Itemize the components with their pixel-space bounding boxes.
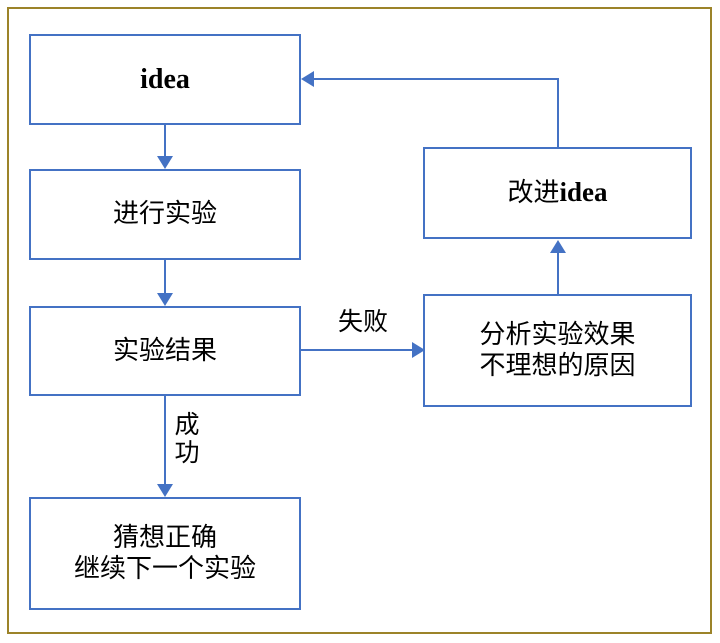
edge-idea-to-run-experiment-line bbox=[164, 125, 166, 160]
edge-result-to-success-line bbox=[164, 396, 166, 488]
node-run-experiment[interactable]: 进行实验 bbox=[29, 169, 301, 260]
edge-analyze-to-improve-idea-arrowhead bbox=[550, 240, 566, 253]
node-improve-idea[interactable]: 改进idea bbox=[423, 147, 692, 239]
edge-improve-idea-to-idea-horizontal bbox=[313, 78, 559, 80]
node-experiment-result[interactable]: 实验结果 bbox=[29, 306, 301, 396]
edge-label-failure: 失败 bbox=[337, 307, 388, 336]
node-improve-idea-label-latin: idea bbox=[559, 177, 608, 208]
edge-result-to-analyze-line bbox=[301, 349, 415, 351]
node-improve-idea-label: 改进idea bbox=[507, 177, 607, 209]
edge-result-to-analyze-arrowhead bbox=[412, 342, 425, 358]
node-experiment-result-label: 实验结果 bbox=[112, 335, 217, 366]
edge-run-experiment-to-result-arrowhead bbox=[157, 293, 173, 306]
edge-improve-idea-to-idea-vertical bbox=[557, 78, 559, 147]
edge-label-success: 成 功 bbox=[174, 410, 200, 467]
outer-frame-border bbox=[7, 7, 712, 634]
node-analyze-failure-label: 分析实验效果 不理想的原因 bbox=[479, 319, 636, 381]
node-run-experiment-label: 进行实验 bbox=[112, 199, 217, 230]
edge-run-experiment-to-result-line bbox=[164, 260, 166, 297]
edge-improve-idea-to-idea-arrowhead bbox=[301, 71, 314, 87]
node-idea[interactable]: idea bbox=[29, 34, 301, 125]
edge-idea-to-run-experiment-arrowhead bbox=[157, 156, 173, 169]
edge-analyze-to-improve-idea-line bbox=[557, 252, 559, 294]
node-success-outcome-label: 猜想正确 继续下一个实验 bbox=[73, 522, 256, 584]
node-idea-label: idea bbox=[140, 63, 190, 95]
node-improve-idea-label-cjk: 改进 bbox=[507, 178, 560, 209]
edge-result-to-success-arrowhead bbox=[157, 484, 173, 497]
node-success-outcome[interactable]: 猜想正确 继续下一个实验 bbox=[29, 497, 301, 610]
node-analyze-failure[interactable]: 分析实验效果 不理想的原因 bbox=[423, 294, 692, 407]
